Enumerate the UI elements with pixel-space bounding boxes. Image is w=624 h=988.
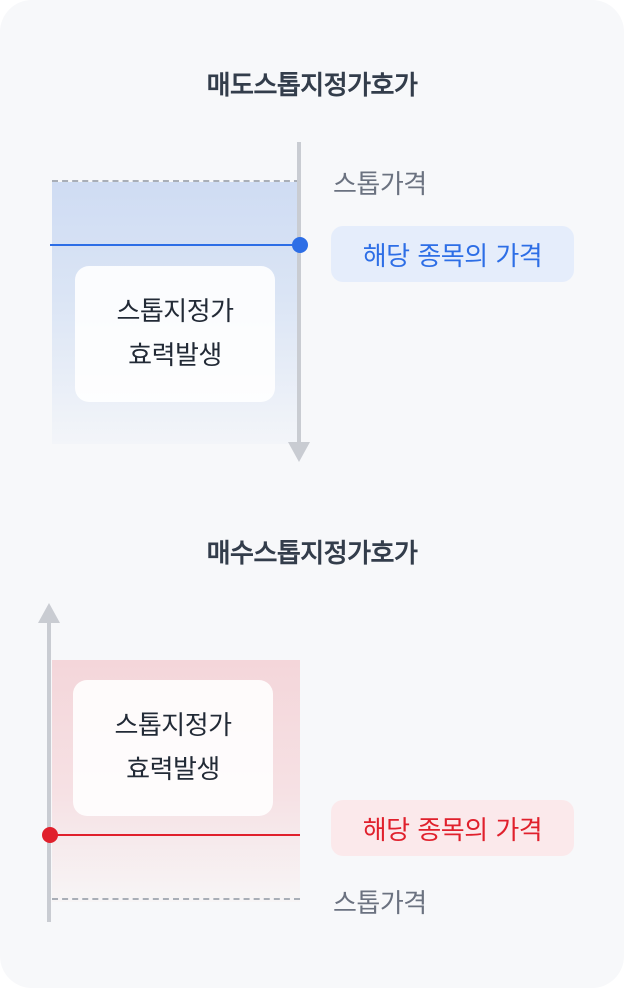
buy-trigger-box: 스톱지정가 효력발생 [73, 680, 273, 816]
sell-current-price-text: 해당 종목의 가격 [362, 241, 543, 272]
sell-stop-price-label: 스톱가격 [333, 170, 427, 200]
down-arrow-icon [288, 442, 310, 462]
sell-trigger-line2: 효력발생 [128, 341, 222, 371]
buy-section-title: 매수스톱지정가호가 [206, 539, 418, 569]
sell-trigger-line1: 스톱지정가 [116, 297, 234, 327]
buy-current-price-marker [42, 827, 58, 843]
sell-current-price-line [50, 244, 300, 246]
sell-price-axis [297, 142, 301, 444]
sell-section-title: 매도스톱지정가호가 [206, 71, 418, 101]
buy-stop-price-line [52, 898, 300, 900]
buy-current-price-badge: 해당 종목의 가격 [331, 800, 574, 856]
buy-stop-price-label: 스톱가격 [333, 889, 427, 919]
buy-trigger-line2: 효력발생 [126, 755, 220, 785]
sell-stop-price-line [52, 180, 300, 182]
buy-current-price-text: 해당 종목의 가격 [362, 815, 543, 846]
buy-current-price-line [50, 834, 300, 836]
sell-trigger-box: 스톱지정가 효력발생 [75, 266, 275, 402]
buy-trigger-line1: 스톱지정가 [114, 711, 232, 741]
buy-price-axis [47, 622, 51, 922]
up-arrow-icon [38, 603, 60, 623]
sell-current-price-badge: 해당 종목의 가격 [331, 226, 574, 282]
sell-current-price-marker [292, 237, 308, 253]
